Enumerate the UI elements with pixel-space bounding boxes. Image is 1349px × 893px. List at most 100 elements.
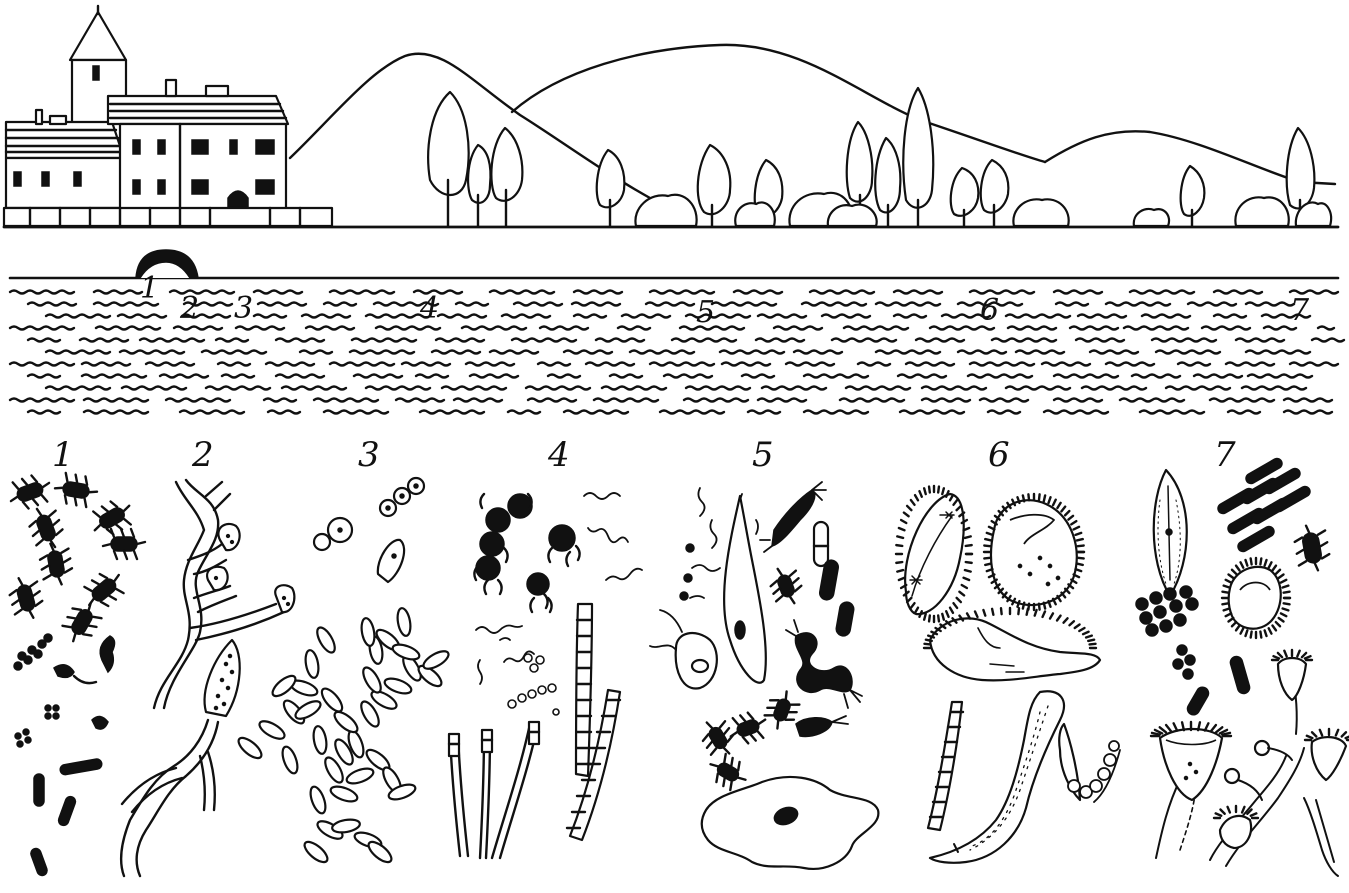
wave-stroke <box>1246 303 1294 306</box>
wave-stroke <box>160 375 208 378</box>
yeast-cells <box>314 478 424 582</box>
river-marker-4: 4 <box>419 291 439 326</box>
wave-stroke <box>264 399 296 402</box>
wave-stroke <box>140 339 204 342</box>
yeast-cell <box>360 665 384 695</box>
wave-stroke <box>402 363 450 366</box>
wave-stroke <box>206 387 270 390</box>
euglena <box>724 496 766 683</box>
yeast-cell <box>235 734 264 761</box>
wave-stroke <box>1242 387 1306 390</box>
wave-stroke <box>508 411 540 414</box>
wave-stroke <box>174 327 222 330</box>
church-tower <box>70 12 126 60</box>
wave-stroke <box>502 315 550 318</box>
zone-7-organisms <box>1136 457 1349 876</box>
wave-stroke <box>350 351 414 354</box>
zone-3-organisms <box>235 478 451 866</box>
wave-stroke <box>366 387 430 390</box>
wave-stroke <box>1248 375 1312 378</box>
wave-stroke <box>1076 339 1124 342</box>
wave-stroke <box>958 351 1006 354</box>
wave-stroke <box>660 411 724 414</box>
wave-stroke <box>466 363 514 366</box>
wave-stroke <box>46 387 110 390</box>
wave-stroke <box>822 315 870 318</box>
wave-stroke <box>618 327 650 330</box>
yeast-cell <box>293 698 323 722</box>
wave-stroke <box>1228 411 1260 414</box>
wave-stroke <box>906 363 954 366</box>
wave-stroke <box>572 303 620 306</box>
wave-stroke <box>646 303 694 306</box>
wave-stroke <box>254 315 286 318</box>
wave-stroke <box>490 351 538 354</box>
yeast-cell <box>391 642 421 663</box>
wave-stroke <box>894 291 942 294</box>
rod-bacteria <box>30 636 115 877</box>
wave-stroke <box>564 411 628 414</box>
wave-stroke <box>1044 411 1108 414</box>
wave-stroke <box>456 303 488 306</box>
wave-stroke <box>810 291 874 294</box>
wave-stroke <box>720 351 784 354</box>
column-label-1: 1 <box>52 435 74 475</box>
river-marker-5: 5 <box>696 295 715 330</box>
yeast-cell <box>396 607 413 637</box>
wave-stroke <box>1090 351 1138 354</box>
wave-stroke <box>1082 387 1146 390</box>
yeast-cell <box>301 838 330 865</box>
river: 1 2 3 4 5 6 7 <box>10 250 1344 414</box>
wave-stroke <box>686 387 750 390</box>
river-marker-7: 7 <box>1290 293 1310 328</box>
budding-yeast-chain <box>235 607 451 865</box>
wave-stroke <box>436 339 484 342</box>
column-label-5: 5 <box>752 435 774 475</box>
wave-stroke <box>324 303 356 306</box>
wave-stroke <box>970 363 1034 366</box>
vorticella-colony <box>1151 650 1349 876</box>
wave-stroke <box>1106 303 1170 306</box>
wave-stroke <box>416 375 448 378</box>
wave-stroke <box>216 339 248 342</box>
coccus-clusters <box>14 634 59 747</box>
wave-stroke <box>528 399 576 402</box>
wave-stroke <box>470 375 518 378</box>
wave-stroke <box>894 315 926 318</box>
wave-stroke <box>82 375 146 378</box>
wave-stroke <box>922 387 986 390</box>
bacterium <box>766 563 806 609</box>
filamentous-alga-chain <box>928 702 963 830</box>
wave-stroke <box>876 351 940 354</box>
wave-stroke <box>712 303 776 306</box>
wave-stroke <box>1130 291 1194 294</box>
bacterium <box>59 596 106 647</box>
wave-stroke <box>454 399 502 402</box>
wave-stroke <box>1142 315 1190 318</box>
spirillum-large <box>795 633 852 692</box>
column-label-4: 4 <box>547 435 570 475</box>
wave-stroke <box>1078 315 1126 318</box>
wave-stroke <box>202 351 266 354</box>
wave-stroke <box>396 399 444 402</box>
fungal-hypha-lower <box>121 720 208 876</box>
wave-stroke <box>146 363 194 366</box>
wave-stroke <box>514 303 562 306</box>
yeast-cell <box>383 676 413 697</box>
wave-stroke <box>1054 375 1118 378</box>
wave-stroke <box>876 303 940 306</box>
wave-stroke <box>330 291 394 294</box>
wave-stroke <box>276 339 324 342</box>
wave-stroke <box>1006 315 1070 318</box>
column-label-2: 2 <box>191 435 214 475</box>
wave-stroke <box>282 387 346 390</box>
wave-stroke <box>1214 315 1246 318</box>
river-marker-6: 6 <box>980 293 999 328</box>
wave-stroke <box>722 363 770 366</box>
wave-stroke <box>314 399 378 402</box>
vorticella-bell-top <box>1278 658 1306 700</box>
wave-stroke <box>1194 375 1242 378</box>
wave-stroke <box>832 339 896 342</box>
wave-stroke <box>266 363 314 366</box>
wave-stroke <box>376 327 440 330</box>
